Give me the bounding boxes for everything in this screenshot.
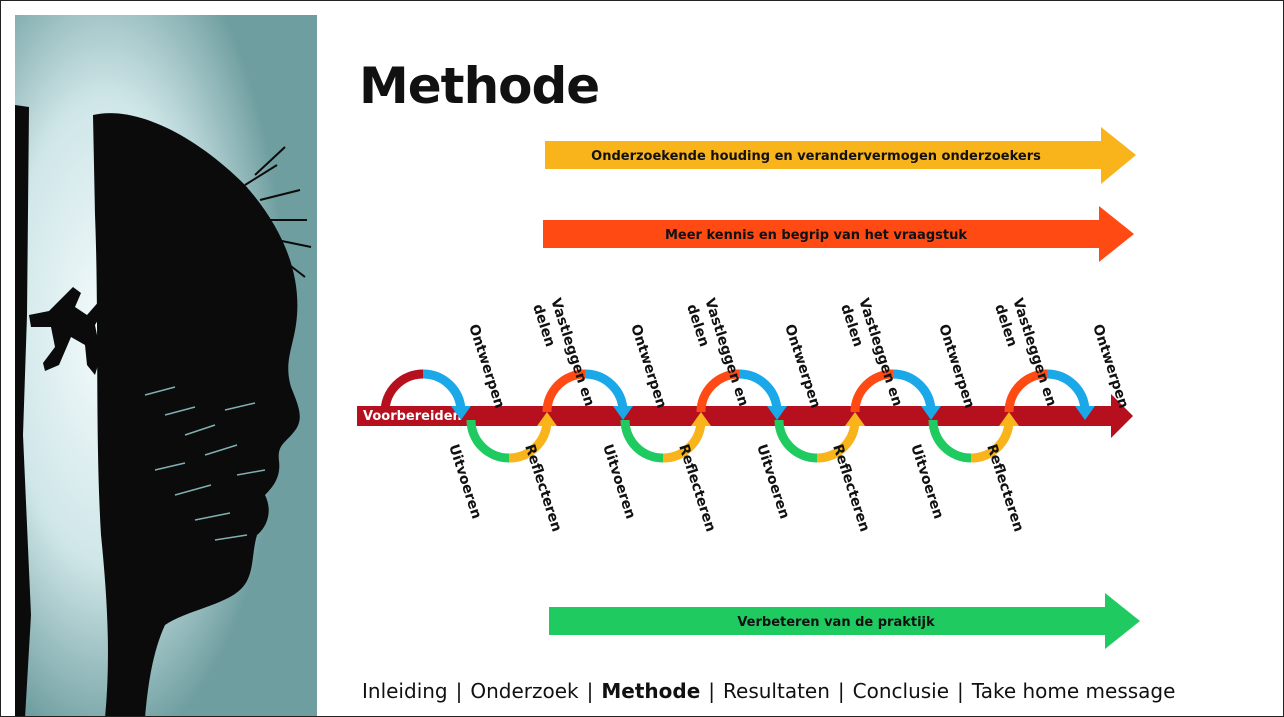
design-label: Ontwerpen (627, 322, 669, 410)
nav-separator: | (837, 679, 845, 703)
cycle-loops (380, 369, 1095, 463)
reflect-arc (508, 421, 552, 463)
execute-label: Uitvoeren (907, 442, 946, 521)
nav-item-take-home-message[interactable]: Take home message (971, 679, 1176, 703)
reflect-arrowhead (537, 412, 557, 426)
arrow-label: Onderzoekende houding en veranderver­mog… (591, 149, 1041, 164)
execute-arc (774, 419, 818, 463)
design-arrowhead (1075, 406, 1095, 420)
climber-head-illustration (15, 15, 317, 716)
timeline-arrow: Voorbereiden (357, 394, 1133, 438)
reflect-arc (662, 421, 706, 463)
design-arrowhead (921, 406, 941, 420)
arrow-onderzoekende-houding: Onderzoekende houding en veranderver­mog… (545, 127, 1136, 184)
nav-separator: | (957, 679, 964, 703)
reflect-label: Reflecteren (983, 442, 1026, 533)
arrow-verbeteren: Verbeteren van de praktijk (549, 593, 1140, 649)
execute-arc (620, 419, 664, 463)
execute-arc (466, 419, 510, 463)
cliff-wall (15, 105, 31, 716)
timeline-label: Voorbereiden (363, 409, 462, 424)
breadcrumb-navigation: Inleiding | Onderzoek | Methode | Resultaten | C… (362, 679, 1175, 703)
record-arc (380, 369, 424, 413)
reflect-label: Reflecteren (829, 442, 872, 533)
head-silhouette (93, 113, 300, 716)
execute-label: Uitvoeren (753, 442, 792, 521)
method-diagram: Onderzoekende houding en veranderver­mog… (357, 127, 1140, 649)
record-arc (542, 369, 586, 413)
nav-separator: | (708, 679, 716, 703)
execute-arc (928, 419, 972, 463)
design-label: Ontwerpen (781, 322, 823, 410)
reflect-arc (970, 421, 1014, 463)
hair-strokes (244, 146, 312, 278)
design-arc (422, 369, 466, 411)
design-arrowhead (613, 406, 633, 420)
nav-item-methode[interactable]: Methode (601, 679, 701, 703)
design-label: Ontwerpen (465, 322, 507, 410)
nav-separator: | (455, 679, 463, 703)
page-title: Methode (359, 57, 600, 115)
reflect-arrowhead (999, 412, 1019, 426)
design-arc (1046, 369, 1090, 411)
reflect-arrowhead (691, 412, 711, 426)
face-hatching (144, 386, 266, 541)
design-label: Ontwerpen (1089, 322, 1131, 410)
arrow-label: Verbeteren van de praktijk (737, 615, 935, 630)
reflect-label: Reflecteren (675, 442, 718, 533)
reflect-arc (816, 421, 860, 463)
record-arc (696, 369, 740, 413)
design-arc (892, 369, 936, 411)
design-arc (584, 369, 628, 411)
record-arc (1004, 369, 1048, 413)
arrow-label: Meer kennis en begrip van het vraagstuk (665, 228, 967, 243)
nav-item-inleiding[interactable]: Inleiding (362, 679, 448, 703)
execute-label: Uitvoeren (599, 442, 638, 521)
design-arc (738, 369, 782, 411)
reflect-label: Reflecteren (521, 442, 564, 533)
record-arc (850, 369, 894, 413)
design-label: Ontwerpen (935, 322, 977, 410)
nav-item-onderzoek[interactable]: Onderzoek (470, 679, 579, 703)
nav-separator: | (586, 679, 594, 703)
execute-label: Uitvoeren (445, 442, 484, 521)
design-arrowhead (451, 406, 471, 420)
reflect-arrowhead (845, 412, 865, 426)
nav-item-conclusie[interactable]: Conclusie (852, 679, 950, 703)
arrow-meer-kennis: Meer kennis en begrip van het vraagstuk (543, 206, 1134, 262)
nav-item-resultaten[interactable]: Resultaten (723, 679, 830, 703)
climber-figure (29, 287, 107, 375)
design-arrowhead (767, 406, 787, 420)
